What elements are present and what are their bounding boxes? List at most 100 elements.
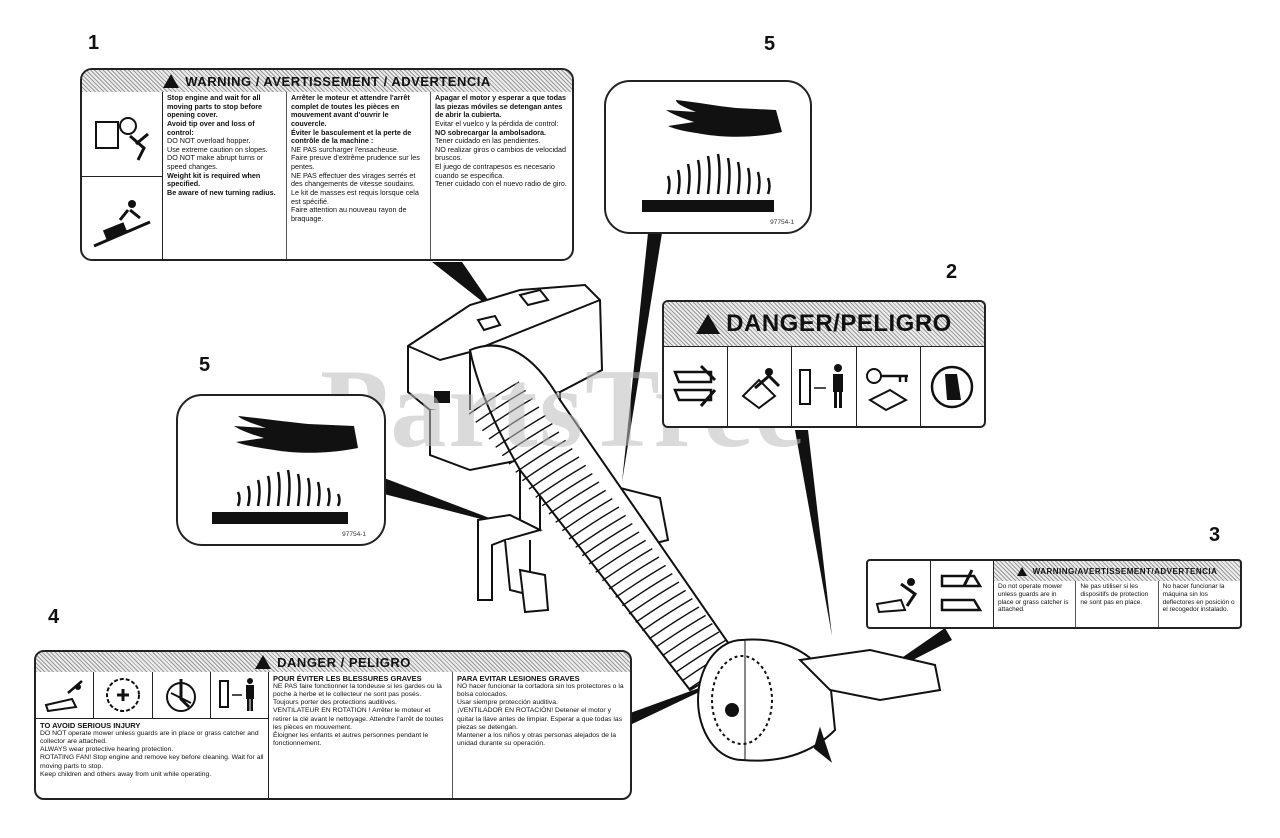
- hand-hot-surface-icon: [212, 416, 358, 524]
- hose-rib: [515, 439, 567, 473]
- fr-line-1: NE PAS faire fonctionner la tondeuse si …: [273, 683, 442, 699]
- en-line-1: Stop engine and wait for all moving part…: [167, 93, 263, 120]
- chute-deflector-icon: [931, 561, 994, 627]
- hose-rib: [481, 398, 533, 432]
- decal-3-header: WARNING/AVERTISSEMENT/ADVERTENCIA: [994, 561, 1240, 581]
- decal-2-header-text: DANGER/PELIGRO: [726, 310, 952, 337]
- fr-line-1: Arrêter le moteur et attendre l'arrêt co…: [291, 93, 410, 128]
- decal-1-english: Stop engine and wait for all moving part…: [163, 92, 287, 259]
- en-line-2: ALWAYS wear protective hearing protectio…: [40, 746, 174, 754]
- en-line-3: DO NOT overload hopper.: [167, 136, 251, 146]
- decal-4-left-panel: TO AVOID SERIOUS INJURY DO NOT operate m…: [36, 672, 269, 798]
- hose-rib: [661, 623, 713, 657]
- decal-4-english: TO AVOID SERIOUS INJURY DO NOT operate m…: [36, 719, 268, 798]
- es-line-5: NO realizar giros o cambios de velocidad…: [435, 144, 567, 163]
- decal-5-top-code: 97754-1: [770, 219, 794, 226]
- warning-triangle-icon: [1016, 566, 1027, 576]
- en-line-5: DO NOT make abrupt turns or speed change…: [167, 153, 264, 172]
- hose-rib: [581, 523, 633, 557]
- remove-key-icon: [857, 347, 921, 426]
- hand-in-fan-icon: [82, 92, 162, 177]
- fr-line-4: Éloigner les enfants et autres personnes…: [273, 731, 429, 748]
- read-manual-icon: [664, 347, 729, 426]
- en-line-1: DO NOT operate mower unless guards are i…: [40, 730, 259, 746]
- es-line-7: Tener cuidado con el nuevo radio de giro…: [435, 179, 567, 189]
- hose-rib: [615, 564, 667, 598]
- leader-decal-5-left: [384, 478, 516, 528]
- hose-rib: [495, 414, 547, 448]
- hose-rib: [541, 473, 593, 507]
- hose-rib: [668, 631, 720, 665]
- fr-title: POUR ÉVITER LES BLESSURES GRAVES: [273, 674, 422, 683]
- hose-rib: [648, 606, 700, 640]
- fr-line-3: VENTILATEUR EN ROTATION ! Arrêter le mot…: [273, 707, 444, 731]
- keep-distance-icon: [792, 347, 857, 426]
- es-line-3: NO sobrecargar la ambolsadora.: [435, 127, 547, 137]
- collector-hose: [468, 344, 742, 692]
- leader-decal-2: [795, 430, 832, 636]
- en-line-7: Be aware of new turning radius.: [167, 188, 276, 198]
- hose-rib: [588, 531, 640, 565]
- callout-1: 1: [88, 32, 100, 54]
- en-line-6: Weight kit is required when specified.: [167, 170, 261, 189]
- fr-line-5: NE PAS effectuer des virages serrés et d…: [291, 170, 416, 189]
- decal-3-spanish: No hacer funcionar la máquina sin los de…: [1162, 583, 1235, 614]
- es-line-4: Mantener a los niños y otras personas al…: [457, 731, 617, 748]
- keep-distance-icon: [211, 672, 268, 718]
- hose-rib: [521, 448, 573, 482]
- warning-triangle-icon: [255, 655, 272, 669]
- callout-3: 3: [1209, 524, 1221, 546]
- decal-3-french: Ne pas utiliser si les dispositifs de pr…: [1076, 581, 1159, 627]
- hose-rib: [621, 573, 673, 607]
- fr-line-7: Faire attention au nouveau rayon de braq…: [291, 205, 407, 223]
- hand-in-fan-icon: [153, 672, 211, 718]
- hose-rib: [508, 431, 560, 465]
- hose-rib: [528, 456, 580, 490]
- hose-rib: [475, 389, 527, 423]
- fr-line-3: NE PAS surcharger l'ensacheuse.: [291, 144, 399, 154]
- hose-rib: [575, 514, 627, 548]
- en-line-4: Keep children and others away from unit …: [40, 770, 212, 778]
- decal-2-header: DANGER/PELIGRO: [664, 302, 984, 346]
- hose-rib: [655, 614, 707, 648]
- decal-5-top: 97754-1: [604, 80, 812, 234]
- decal-2-danger: DANGER/PELIGRO: [662, 300, 986, 428]
- decal-4-spanish: PARA EVITAR LESIONES GRAVES NO hacer fun…: [453, 672, 630, 798]
- hose-rib: [675, 639, 727, 673]
- decal-1-spanish: Apagar el motor y esperar a que todas la…: [431, 92, 572, 259]
- hose-rib: [535, 464, 587, 498]
- es-line-1: Apagar el motor y esperar a que todas la…: [435, 93, 567, 120]
- thrown-objects-icon: [36, 672, 95, 718]
- rotating-fan-icon: [94, 672, 153, 718]
- decal-5-left-code: 97754-1: [342, 531, 366, 538]
- warning-triangle-icon: [163, 74, 180, 88]
- decal-3-header-text: WARNING/AVERTISSEMENT/ADVERTENCIA: [1032, 566, 1218, 576]
- hose-rib: [561, 498, 613, 532]
- es-line-1: NO hacer funcionar la cortadora sin los …: [457, 683, 624, 699]
- decal-4-danger: DANGER / PELIGRO TO AVOID SERIOUS INJURY…: [34, 650, 632, 800]
- decal-4-french: POUR ÉVITER LES BLESSURES GRAVES NE PAS …: [269, 672, 453, 798]
- decal-3-warning: WARNING/AVERTISSEMENT/ADVERTENCIA Do not…: [866, 559, 1242, 629]
- hose-rib: [641, 598, 693, 632]
- fr-line-2: Toujours porter des protections auditive…: [273, 699, 397, 707]
- leader-decal-1: [432, 262, 497, 313]
- en-title: TO AVOID SERIOUS INJURY: [40, 721, 141, 730]
- hose-rib: [548, 481, 600, 515]
- tip-over-slope-icon: [82, 177, 162, 259]
- callout-5-left: 5: [199, 354, 211, 376]
- hose-rib: [555, 489, 607, 523]
- en-line-4: Use extreme caution on slopes.: [167, 144, 268, 154]
- hose-rib: [468, 381, 520, 415]
- warning-triangle-icon: [696, 314, 721, 334]
- callout-2: 2: [946, 261, 958, 283]
- fr-line-4: Faire preuve d'extrême prudence sur les …: [291, 153, 420, 172]
- hose-rib: [601, 548, 653, 582]
- decal-5-left: 97754-1: [176, 394, 386, 546]
- decal-1-header-text: WARNING / AVERTISSEMENT / ADVERTENCIA: [185, 73, 491, 89]
- decal-3-english: Do not operate mower unless guards are i…: [994, 581, 1077, 627]
- hand-in-chute-icon: [868, 561, 931, 627]
- hose-rib: [608, 556, 660, 590]
- decal-1-french: Arrêter le moteur et attendre l'arrêt co…: [287, 92, 431, 259]
- leader-decal-5-top: [622, 233, 662, 482]
